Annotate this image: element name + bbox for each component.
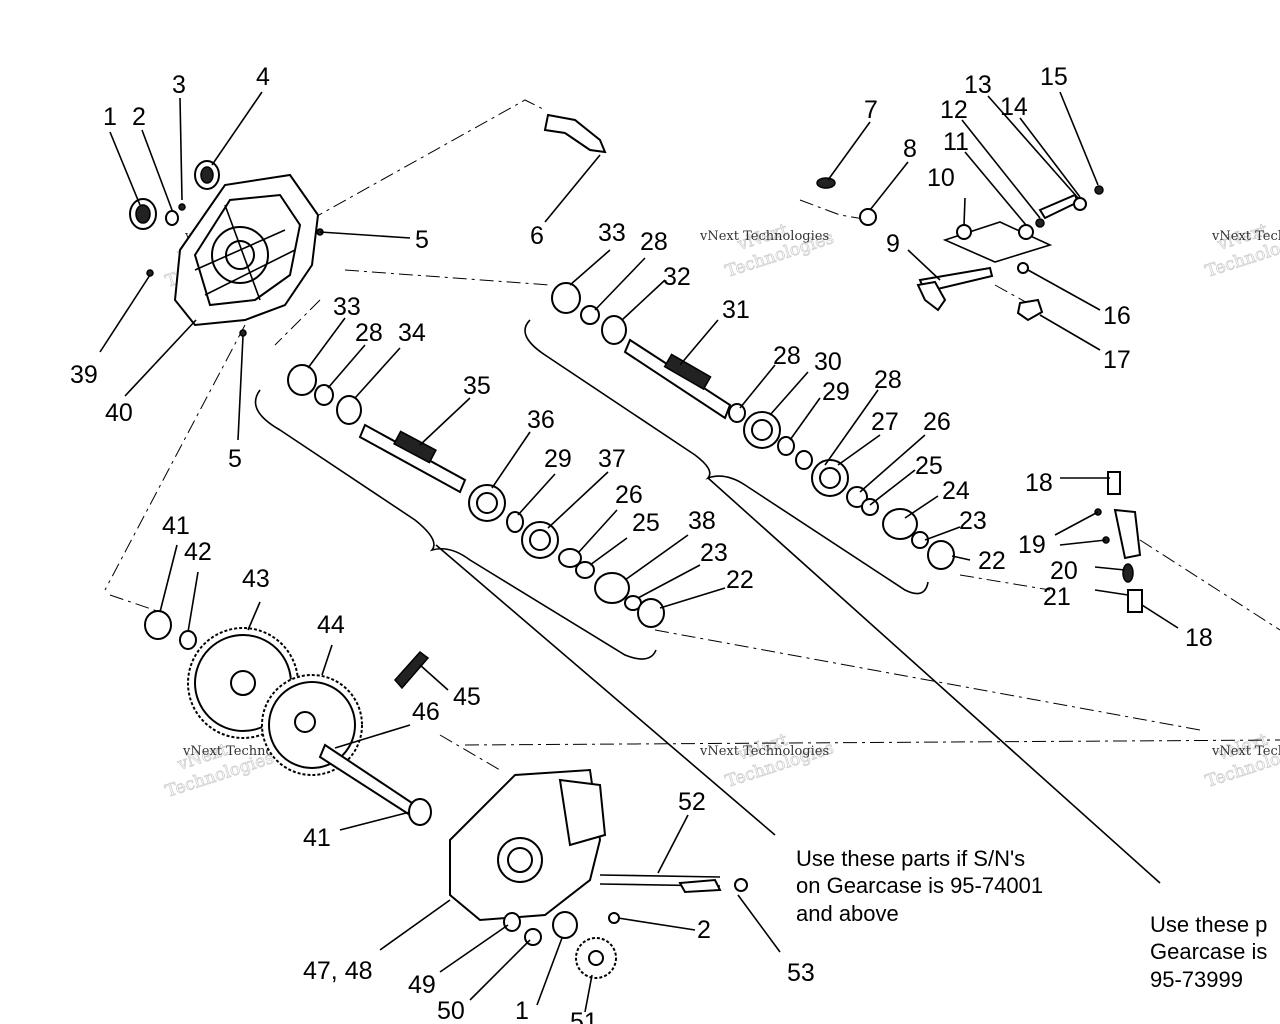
lower-shaft-assembly — [287, 364, 665, 628]
callout-28: 28 — [355, 319, 383, 347]
callout-33: 33 — [333, 293, 361, 321]
callout-42: 42 — [184, 538, 212, 566]
callout-28: 28 — [773, 342, 801, 370]
callout-24: 24 — [942, 477, 970, 505]
callout-25: 25 — [915, 452, 943, 480]
callout-26: 26 — [615, 481, 643, 509]
callout-2: 2 — [132, 103, 146, 131]
upper-shaft-assembly — [551, 282, 955, 570]
callout-6: 6 — [530, 222, 544, 250]
callout-44: 44 — [317, 611, 345, 639]
callout-53: 53 — [787, 959, 815, 987]
watermark-small: vNext Technologies — [1211, 229, 1280, 244]
watermark-small: vNext Technologies — [699, 744, 829, 759]
watermark-small: vNext Technologies — [699, 229, 829, 244]
callout-36: 36 — [527, 406, 555, 434]
callout-32: 32 — [663, 263, 691, 291]
callout-50: 50 — [437, 997, 465, 1024]
callout-29: 29 — [822, 378, 850, 406]
shifter-parts — [816, 177, 1104, 322]
callout-13: 13 — [964, 71, 992, 99]
callout-leaders — [99, 91, 1179, 1013]
callout-46: 46 — [412, 698, 440, 726]
callout-23: 23 — [959, 507, 987, 535]
callout-33: 33 — [598, 219, 626, 247]
callout-21: 21 — [1043, 583, 1071, 611]
note-lower-line3: 95-73999 — [1150, 967, 1243, 992]
callout-15: 15 — [1040, 63, 1068, 91]
callout-3: 3 — [172, 71, 186, 99]
callout-40: 40 — [105, 399, 133, 427]
note-leaders — [435, 477, 1161, 884]
callout-30: 30 — [814, 348, 842, 376]
callout-19: 19 — [1018, 531, 1046, 559]
note-upper-line1: Use these parts if S/N's — [796, 846, 1025, 871]
watermark-small: vNext Technologies — [1211, 744, 1280, 759]
callout-17: 17 — [1103, 346, 1131, 374]
note-lower-line2: Gearcase is — [1150, 939, 1267, 964]
gearcase-cover — [173, 173, 320, 327]
callout-10: 10 — [927, 164, 955, 192]
callout-31: 31 — [722, 296, 750, 324]
callout-2: 2 — [697, 916, 711, 944]
callout-9: 9 — [886, 230, 900, 258]
note-upper-line2: on Gearcase is 95-74001 — [796, 873, 1043, 898]
callout-51: 51 — [570, 1008, 598, 1024]
callout-11: 11 — [943, 128, 969, 156]
shift-fork — [543, 113, 607, 154]
callout-12: 12 — [940, 96, 968, 124]
callout-18: 18 — [1025, 469, 1053, 497]
callout-5: 5 — [415, 226, 429, 254]
callout-23: 23 — [700, 539, 728, 567]
callout-7: 7 — [864, 96, 878, 124]
callout-47-48: 47, 48 — [303, 957, 373, 985]
callout-22: 22 — [978, 547, 1006, 575]
callout-16: 16 — [1103, 302, 1131, 330]
callout-22: 22 — [726, 566, 754, 594]
callout-52: 52 — [678, 788, 706, 816]
callout-41: 41 — [303, 824, 331, 852]
callout-1: 1 — [515, 997, 529, 1024]
note-lower-line1: Use these p — [1150, 912, 1267, 937]
callout-35: 35 — [463, 372, 491, 400]
callout-labels: 1 2 3 4 5 5 6 7 8 9 10 11 12 13 14 15 16… — [70, 63, 1213, 1024]
callout-28: 28 — [640, 228, 668, 256]
callout-18: 18 — [1185, 624, 1213, 652]
callout-20: 20 — [1050, 557, 1078, 585]
callout-29: 29 — [544, 445, 572, 473]
callout-14: 14 — [1000, 93, 1028, 121]
callout-28: 28 — [874, 366, 902, 394]
detent-parts — [1094, 471, 1143, 613]
callout-5: 5 — [228, 445, 242, 473]
callout-43: 43 — [242, 565, 270, 593]
callout-25: 25 — [632, 509, 660, 537]
callout-38: 38 — [688, 507, 716, 535]
serial-number-notes: Use these parts if S/N's on Gearcase is … — [796, 846, 1267, 992]
callout-39: 39 — [70, 361, 98, 389]
callout-37: 37 — [598, 445, 626, 473]
callout-4: 4 — [256, 63, 270, 91]
callout-45: 45 — [453, 683, 481, 711]
callout-34: 34 — [398, 319, 426, 347]
callout-41: 41 — [162, 512, 190, 540]
callout-8: 8 — [903, 135, 917, 163]
callout-27: 27 — [871, 408, 899, 436]
callout-1: 1 — [103, 103, 117, 131]
gearcase-housing — [449, 768, 748, 979]
lower-gear-train — [144, 610, 432, 826]
note-upper-line3: and above — [796, 901, 899, 926]
callout-49: 49 — [408, 971, 436, 999]
callout-26: 26 — [923, 408, 951, 436]
